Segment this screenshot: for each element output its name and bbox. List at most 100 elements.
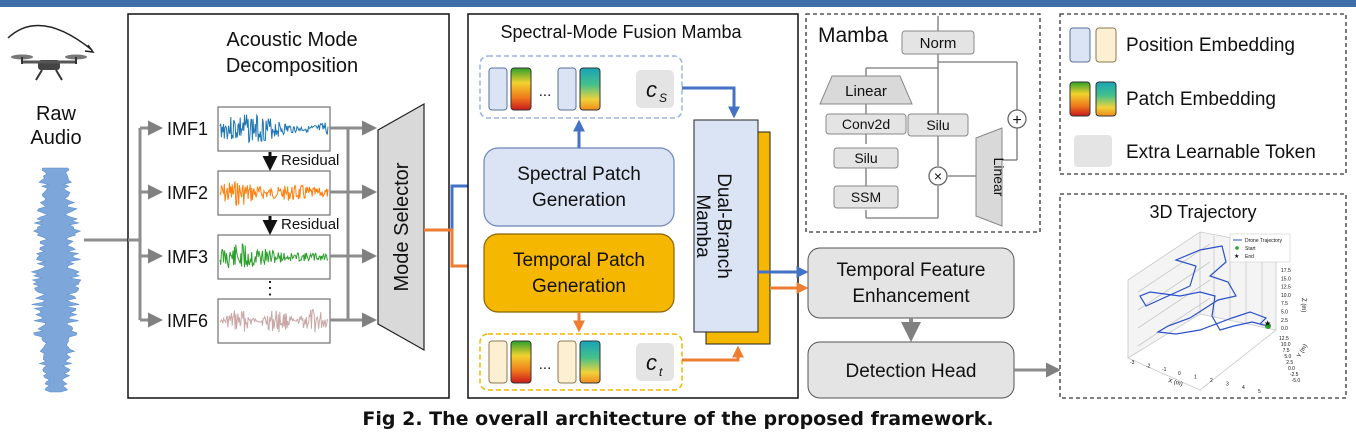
trajectory-x-tick-1: -2 [1146,364,1151,370]
temporal-patch-line1: Temporal Patch [513,250,645,271]
trajectory-x-tick-5: 2 [1210,378,1213,384]
temporal-tokens-to-mamba-arrow [682,345,744,362]
figure-caption: Fig 2. The overall architecture of the p… [362,408,994,430]
amd-title-line1: Acoustic Mode [226,29,357,51]
trajectory-y-tick-5: 0.0 [1288,366,1295,372]
imf3-label: IMF3 [167,247,208,267]
mamba-linear-right-label: Linear [991,158,1007,197]
spectral-patch-line1: Spectral Patch [517,164,641,185]
trajectory-x-tick-6: 3 [1226,382,1229,388]
token-cs-sub: S [659,91,667,105]
spectral-position-token-2 [557,67,577,111]
temporal-feature-enhancement [807,247,1015,319]
imf3-waveform [219,242,329,269]
trajectory-y-tick-3: 5.0 [1284,354,1291,360]
temporal-position-token-2 [557,340,577,384]
trajectory-legend-end-star: ★ [1234,253,1239,260]
trajectory-x-tick-8: 5 [1258,389,1261,395]
token-ct-sub: t [659,365,663,379]
legend-position-yellow [1095,27,1117,63]
legend-extra-token-label: Extra Learnable Token [1126,142,1316,163]
imf1-box [217,106,331,152]
trajectory-y-tick-0: 12.5 [1279,336,1289,342]
mamba-conv2d-box [825,113,907,135]
trajectory-legend-start-dot [1235,246,1239,250]
mamba-detail-wires [865,16,1018,219]
mamba-ssm-box [833,185,899,209]
imf-dots: ⋮ [261,278,279,298]
mamba-silu-left-label: Silu [854,150,877,166]
residual-label-1: Residual [281,152,339,169]
imf2-label: IMF2 [167,183,208,203]
mamba-conv2d-label: Conv2d [842,116,890,132]
trajectory-legend [1229,233,1291,263]
trajectory-x-tick-7: 4 [1242,385,1245,391]
imf6-waveform [219,308,329,333]
trajectory-z-tick-3: 10.0 [1281,293,1291,299]
temporal-ellipsis: ... [539,356,552,373]
trajectory-y-tick-4: 2.5 [1286,360,1293,366]
temporal-token-row [479,333,683,391]
spectral-patch-line2: Generation [532,190,626,211]
trajectory-legend-item-1: Drone Trajectory [1245,238,1282,244]
token-cs-base: c [646,77,657,102]
mamba-add-label: + [1012,112,1021,129]
detection-head-label: Detection Head [846,361,977,382]
trajectory-y-tick-6: -2.5 [1290,372,1299,378]
amd-title-line2: Decomposition [226,55,358,77]
trajectory-y-tick-1: 10.0 [1281,342,1291,348]
trajectory-y-tick-2: 7.5 [1283,348,1290,354]
tfe-line1: Temporal Feature [837,260,986,281]
tfe-line2: Enhancement [852,286,970,307]
mamba-linear-top [819,75,913,105]
imf2-box [217,170,331,216]
imf-to-selector-bus [330,126,350,322]
token-ct-base: c [646,350,657,375]
mamba-norm-box [901,30,975,55]
mamba-norm-label: Norm [920,35,957,52]
mamba-linear-top-label: Linear [845,83,887,100]
trajectory-x-tick-0: -3 [1130,360,1135,366]
spectral-patch-token-2 [579,67,601,111]
imf2-waveform [219,181,329,207]
trajectory-z-tick-1: 15.0 [1281,276,1291,282]
mamba-linear-right [975,127,1003,227]
dual-branch-mamba [693,119,759,333]
trajectory-legend-item-3: End [1245,254,1254,260]
temporal-extra-token [636,343,674,381]
mamba-detail-title: Mamba [818,24,888,47]
trajectory-end-marker: ★ [1264,319,1271,328]
trajectory-x-tick-4: 1 [1194,374,1197,380]
trajectory-z-tick-7: 0.0 [1281,326,1288,332]
spectral-extra-token [636,70,674,108]
temporal-patch-line2: Generation [532,276,626,297]
mamba-silu-left-box [833,147,899,169]
trajectory-y-tick-7: -5.0 [1292,378,1301,384]
amd-split-bus [128,120,163,328]
temporal-position-token [488,340,508,384]
spectral-tokens-to-mamba-arrow [682,86,740,119]
mamba-multiply-label: × [934,168,942,184]
spectral-patch-token [510,67,532,111]
spectral-token-row [479,55,683,119]
mamba-silu-right-label: Silu [926,117,949,133]
residual-label-2: Residual [281,216,339,233]
mode-selector-label: Mode Selector [391,162,413,291]
mamba-add-node [1007,109,1027,129]
trajectory-legend-item-2: Start [1245,246,1256,252]
trajectory-z-tick-6: 2.5 [1281,318,1288,324]
mamba-silu-right-box [907,113,969,137]
smfm-title: Spectral-Mode Fusion Mamba [500,22,742,42]
trajectory-x-axis-label: X (m) [1167,378,1183,388]
mamba-ssm-label: SSM [851,189,881,205]
top-accent-bar [0,0,1356,7]
temporal-patch-generation [483,233,675,313]
legend-position-blue [1069,27,1091,63]
trajectory-z-ticks: 17.515.012.510.07.55.02.50.0 [1281,268,1291,332]
selector-to-temporal-arrow [424,228,481,272]
raw-audio-label-line1: Raw [36,103,77,125]
mode-selector [377,102,425,352]
trajectory-z-tick-5: 5.0 [1281,310,1288,316]
spectral-patch-generation [483,147,675,227]
